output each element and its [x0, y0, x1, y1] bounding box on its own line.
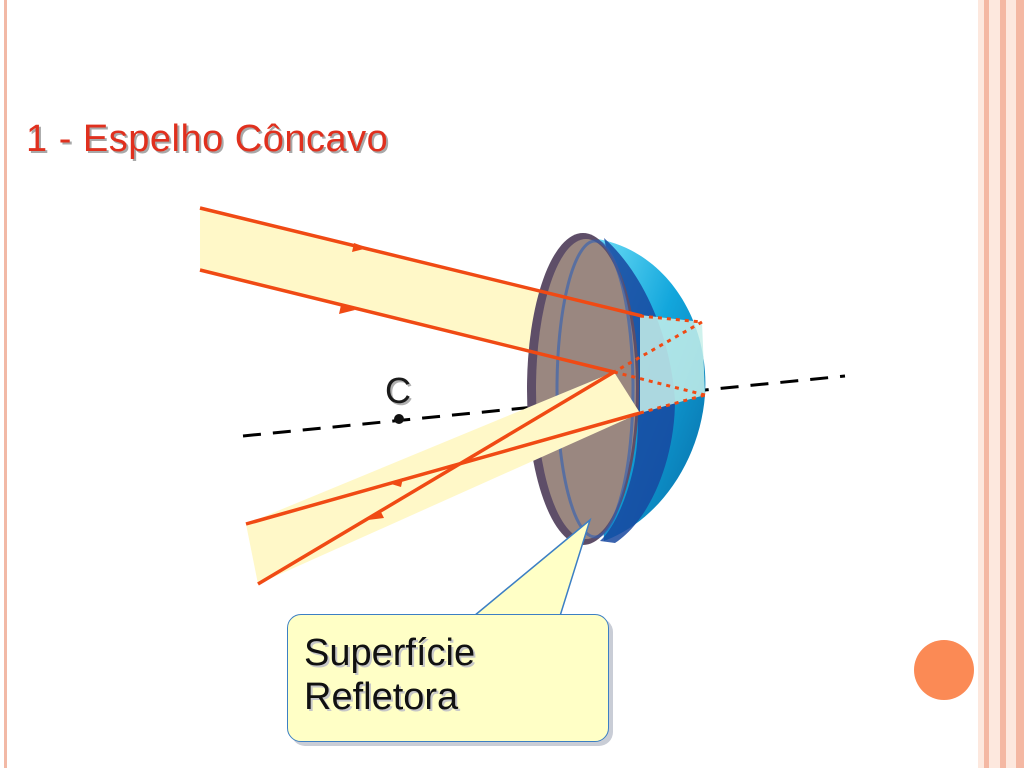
slide-title: 1 - Espelho Côncavo [26, 118, 389, 160]
arrow-head [339, 305, 355, 314]
center-point [394, 414, 404, 424]
callout-line-1: Superfície [304, 632, 476, 674]
accent-dot [914, 640, 974, 700]
reflecting-surface-callout: Superfície Refletora [287, 614, 609, 742]
reflected-ray-lower [245, 411, 641, 526]
arrow-head [352, 243, 368, 252]
incident-ray-lower [199, 268, 615, 374]
slide-left-border [0, 0, 7, 768]
arrow-head [388, 478, 403, 487]
arrow-head [368, 510, 384, 520]
center-of-curvature-label: C [385, 370, 411, 411]
callout-pointer [471, 517, 592, 617]
incident-ray-upper [199, 206, 643, 318]
callout-line-2: Refletora [304, 676, 459, 718]
beam-inside-mirror [640, 315, 705, 413]
slide-right-border [978, 0, 1024, 768]
reflected-ray-upper [257, 370, 615, 586]
